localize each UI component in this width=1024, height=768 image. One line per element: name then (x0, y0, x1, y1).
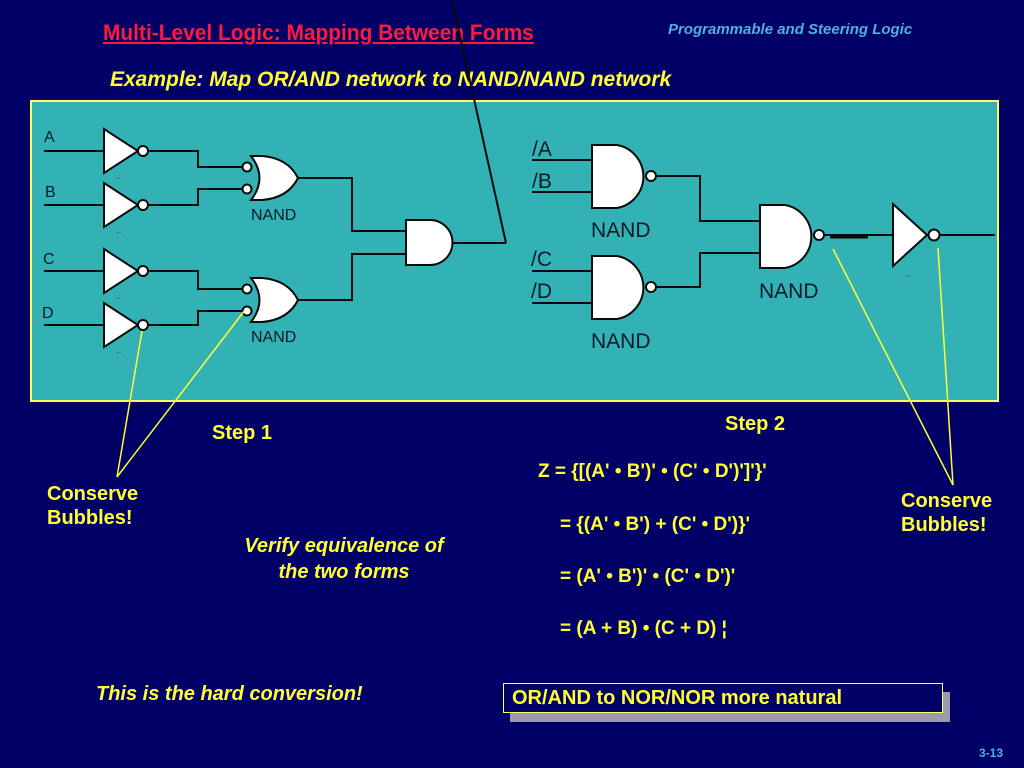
gate-label-nand: NAND (251, 207, 296, 224)
inverter-mark: `` (116, 297, 122, 306)
section-label: Programmable and Steering Logic (668, 21, 913, 38)
input-label-not-a: /A (532, 138, 552, 161)
gate-label-nand: NAND (251, 329, 296, 346)
equation-line: = {(A' • B') + (C' • D')}' (560, 514, 751, 535)
step-1-label: Step 1 (212, 422, 273, 444)
input-label-d: D (42, 305, 54, 322)
nand-or-form-bottom (248, 277, 300, 323)
conserve-bubbles-left: Conserve Bubbles! (47, 482, 138, 530)
equation-line: = (A' • B')' • (C' • D')' (560, 566, 736, 587)
bubble (137, 199, 149, 211)
callout-line (116, 309, 246, 478)
inverter-mark: `` (116, 177, 122, 186)
nand-gate-out (759, 204, 813, 269)
verify-note: Verify equivalence of the two forms (244, 535, 444, 583)
hard-conversion-note: This is the hard conversion! (96, 683, 363, 705)
equation-line: = (A + B) • (C + D) ¦ (560, 618, 727, 639)
inverter-mark: `` (116, 231, 122, 240)
inverter-a (103, 127, 140, 175)
inverter-c (103, 247, 140, 295)
conserve-line: Conserve (47, 483, 139, 505)
bubble (137, 319, 149, 331)
callout-line (937, 247, 954, 486)
step-2-label: Step 2 (725, 413, 786, 435)
nand-gate-cd (591, 255, 645, 320)
bubbles-line: Bubbles! (901, 514, 987, 536)
input-label-not-d: /D (531, 280, 552, 303)
page-number: 3-13 (979, 746, 1004, 760)
input-label-b: B (45, 184, 56, 201)
input-label-not-b: /B (532, 170, 552, 193)
conserve-bubbles-right: Conserve Bubbles! (901, 489, 992, 537)
slide-subtitle: Example: Map OR/AND network to NAND/NAND… (110, 68, 672, 91)
bubble (137, 145, 149, 157)
callout-box: OR/AND to NOR/NOR more natural (503, 683, 943, 713)
input-label-c: C (43, 251, 55, 268)
and-gate (405, 219, 454, 266)
inverter-d (103, 301, 140, 349)
conserve-line: Conserve (901, 490, 993, 512)
input-label-a: A (44, 129, 55, 146)
gate-label-nand: NAND (591, 219, 651, 242)
input-label-not-c: /C (531, 248, 552, 271)
output-inverter (892, 201, 929, 269)
callout-line (832, 248, 954, 486)
nand-or-form-top (248, 155, 300, 201)
equation-line: Z = {[(A' • B')' • (C' • D')']'}' (538, 461, 767, 482)
gate-label-nand: NAND (591, 330, 651, 353)
callout-line (116, 330, 143, 478)
nand-gate-ab (591, 144, 645, 209)
inverter-mark: `` (116, 351, 122, 360)
inverter-b (103, 181, 140, 229)
gate-label-nand: NAND (759, 280, 819, 303)
bubbles-line: Bubbles! (47, 507, 133, 529)
inverter-mark: `` (906, 275, 912, 284)
diagram-panel (30, 100, 999, 402)
bubble (137, 265, 149, 277)
